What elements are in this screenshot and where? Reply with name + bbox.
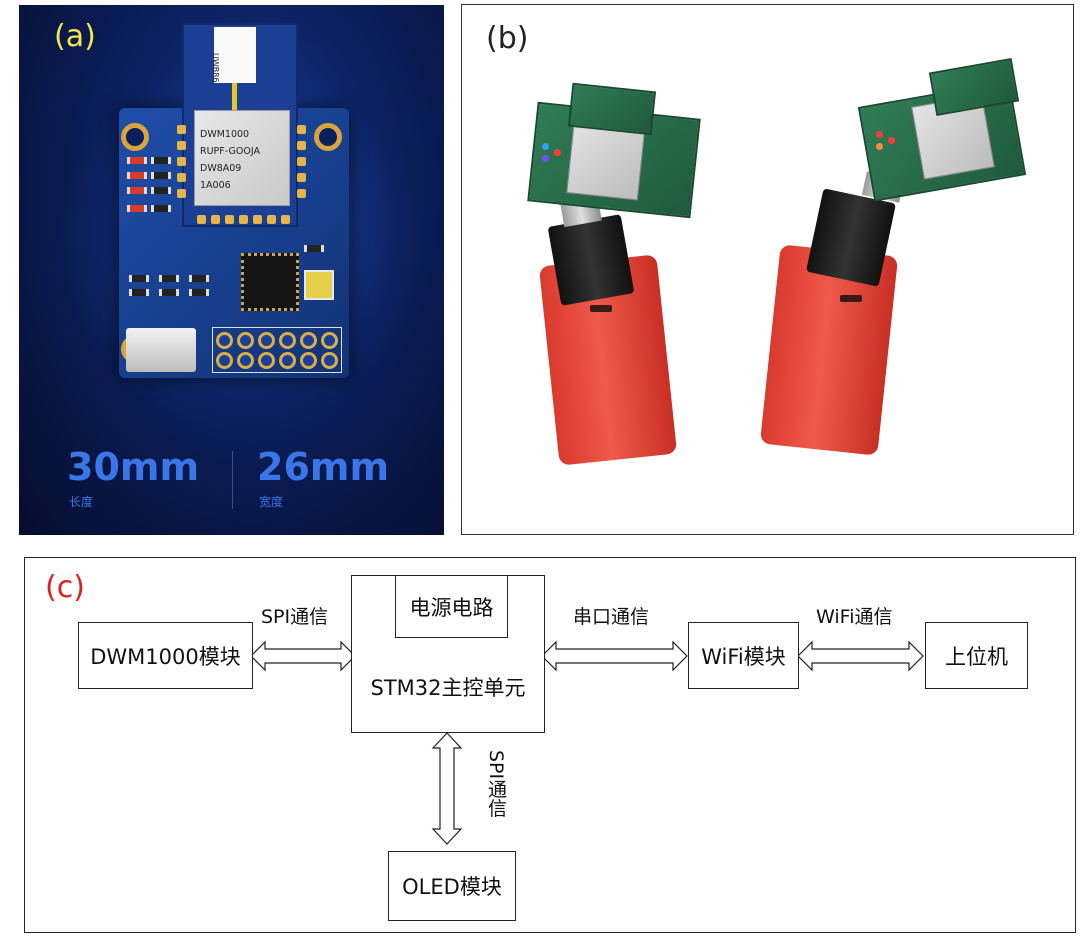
module-pad <box>197 215 206 224</box>
module-pad <box>267 215 276 224</box>
arrow-mcu-oled <box>431 732 463 845</box>
antenna-chip-label <box>214 27 256 83</box>
arrow-mcu-wifi <box>541 640 688 672</box>
usb-cable-boot <box>547 214 635 306</box>
node-oled: OLED模块 <box>388 851 516 921</box>
module-pad <box>297 125 306 134</box>
smd-resistor <box>129 289 149 296</box>
module-pad <box>211 215 220 224</box>
module-marking: DWM1000 RUPF-GOOJA DW8A09 1A006 <box>200 126 260 194</box>
mounting-hole <box>121 123 149 151</box>
module-pad <box>297 173 306 182</box>
antenna-trace <box>232 83 237 111</box>
smd-resistor <box>151 205 171 212</box>
edge-label-mcu-wifi: 串口通信 <box>573 606 650 628</box>
mounting-hole <box>314 123 342 151</box>
module-pad <box>297 157 306 166</box>
width-caption: 宽度 <box>259 495 284 509</box>
header-pin <box>279 332 296 349</box>
module-pad <box>253 215 262 224</box>
usb-port <box>840 295 862 302</box>
status-led <box>888 137 895 144</box>
width-value: 26mm <box>257 445 390 489</box>
crystal-component <box>304 270 334 300</box>
mcu-chip <box>241 253 299 311</box>
smd-led <box>127 172 147 179</box>
usb-port <box>590 305 612 312</box>
module-marking-line: DWM1000 <box>200 129 250 140</box>
smd-led <box>127 205 147 212</box>
header-pin <box>300 352 317 369</box>
smd-resistor <box>129 275 149 282</box>
module-pad <box>239 215 248 224</box>
module-pad <box>177 141 186 150</box>
panel-b-label: (b) <box>486 21 529 56</box>
header-pin <box>321 332 338 349</box>
dimension-divider <box>232 451 233 509</box>
panel-a-label: (a) <box>54 19 96 54</box>
board-dimensions: 30mm 长度 26mm 宽度 <box>67 445 427 515</box>
module-pad <box>225 215 234 224</box>
header-pin <box>237 332 254 349</box>
header-pin <box>237 352 254 369</box>
header-pin <box>279 352 296 369</box>
smd-resistor <box>189 275 209 282</box>
antenna-board <box>567 82 657 136</box>
dwm1000-shield-can <box>194 110 290 206</box>
node-mcu-label: STM32主控单元 <box>370 676 526 700</box>
pin-header <box>212 327 342 373</box>
header-pin <box>300 332 317 349</box>
status-led <box>542 143 549 150</box>
module-pad <box>177 189 186 198</box>
header-pin <box>321 352 338 369</box>
antenna-marking: UWB86 <box>211 53 220 83</box>
smd-led <box>127 157 147 164</box>
module-pad <box>177 125 186 134</box>
node-power: 电源电路 <box>395 575 508 638</box>
arrow-dwm-mcu <box>250 640 356 672</box>
status-led <box>542 155 549 162</box>
module-pad <box>297 141 306 150</box>
panel-c-label: (c) <box>45 570 85 605</box>
smd-resistor <box>159 275 179 282</box>
length-caption: 长度 <box>69 495 94 509</box>
smd-resistor <box>151 157 171 164</box>
node-host: 上位机 <box>925 622 1028 689</box>
module-marking-line: RUPF-GOOJA <box>200 146 260 157</box>
edge-label-wifi-host: WiFi通信 <box>816 606 893 628</box>
smd-resistor <box>189 289 209 296</box>
smd-led <box>127 187 147 194</box>
smd-resistor <box>151 172 171 179</box>
smd-resistor <box>304 245 324 252</box>
micro-usb-connector <box>126 328 196 372</box>
header-pin <box>258 352 275 369</box>
status-led <box>876 143 883 150</box>
header-pin <box>216 352 233 369</box>
header-pin <box>258 332 275 349</box>
edge-label-mcu-oled: SPI通信 <box>485 750 507 818</box>
status-led <box>876 131 883 138</box>
edge-label-dwm-mcu: SPI通信 <box>261 606 329 628</box>
node-dwm1000: DWM1000模块 <box>78 622 253 689</box>
panel-a-board-photo: (a) UWB86 DWM1000 RUPF-GOOJA DW8A09 1A00… <box>19 5 444 535</box>
smd-resistor <box>159 289 179 296</box>
arrow-wifi-host <box>797 640 924 672</box>
panel-c-block-diagram: (c) DWM1000模块 STM32主控单元 电源电路 WiFi模块 上位机 … <box>24 557 1076 933</box>
module-pad <box>297 189 306 198</box>
panel-b-device-photo: (b) <box>461 4 1074 535</box>
connection-arrows <box>250 640 924 845</box>
header-pin <box>216 332 233 349</box>
module-pad <box>281 215 290 224</box>
module-marking-line: DW8A09 <box>200 163 242 174</box>
module-pad <box>177 173 186 182</box>
node-wifi: WiFi模块 <box>688 622 799 689</box>
module-marking-line: 1A006 <box>200 180 231 191</box>
status-led <box>554 149 561 156</box>
module-pad <box>177 157 186 166</box>
smd-resistor <box>151 187 171 194</box>
length-value: 30mm <box>67 445 200 489</box>
